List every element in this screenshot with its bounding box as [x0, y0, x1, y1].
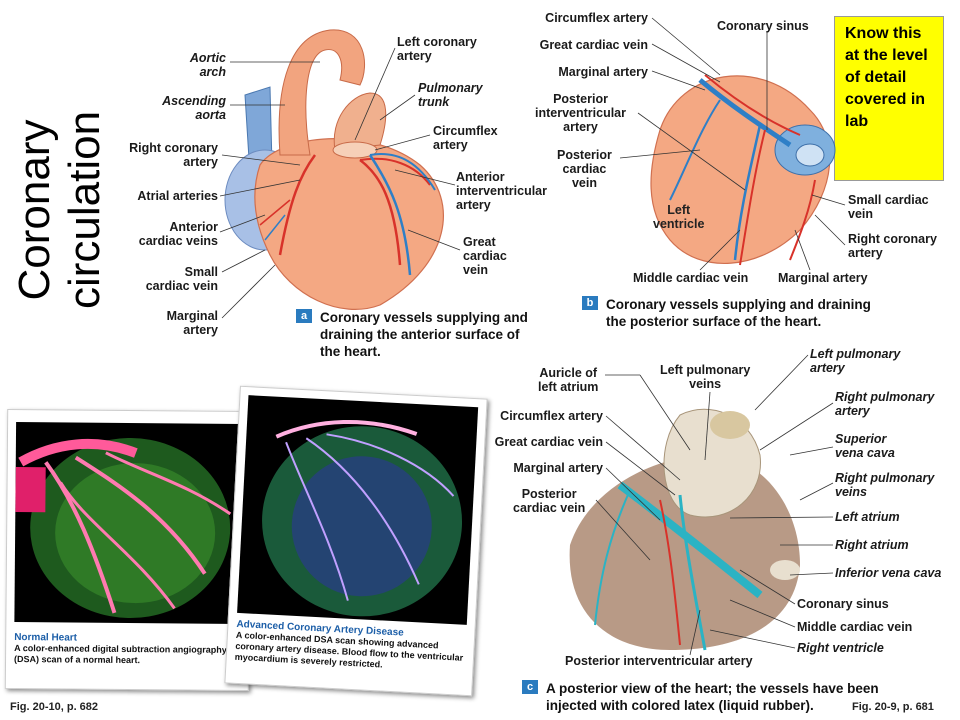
panel-c-caption-text: A posterior view of the heart; the vesse… — [546, 681, 879, 713]
label-left-atrium: Left atrium — [835, 510, 900, 524]
label-great-cardiac-vein-a: Great cardiac vein — [463, 235, 507, 277]
label-posterior-interventricular-artery-b: Posterior interventricular artery — [535, 92, 627, 134]
latex-heart-photo — [569, 408, 800, 651]
label-left-coronary-artery: Left coronary artery — [397, 35, 477, 63]
label-ascending-aorta: Ascending aorta — [162, 94, 226, 122]
label-small-cardiac-vein: Small cardiac vein — [145, 265, 218, 293]
label-circumflex-artery-c: Circumflex artery — [500, 409, 603, 423]
panel-b-badge: b — [582, 296, 598, 310]
label-right-ventricle-c: Right ventricle — [797, 641, 884, 655]
label-right-atrium: Right atrium — [835, 538, 909, 552]
label-pulmonary-trunk: Pulmonary trunk — [418, 81, 483, 109]
label-middle-cardiac-vein-b: Middle cardiac vein — [633, 271, 749, 285]
label-circumflex-artery-a: Circumflex artery — [433, 124, 498, 152]
panel-a-caption: a Coronary vessels supplying and draining… — [296, 309, 536, 360]
panel-c-caption: c A posterior view of the heart; the vess… — [522, 680, 942, 714]
figure-reference-right: Fig. 20-9, p. 681 — [852, 701, 934, 713]
label-right-pulmonary-artery: Right pulmonary artery — [835, 390, 935, 418]
label-great-cardiac-vein-b: Great cardiac vein — [539, 38, 648, 52]
label-posterior-interventricular-artery-c: Posterior interventricular artery — [565, 654, 753, 668]
cad-photo-card: Advanced Coronary Artery Disease A color… — [224, 385, 488, 697]
label-circumflex-artery-b: Circumflex artery — [545, 11, 648, 25]
panel-a-caption-text: Coronary vessels supplying and draining … — [320, 310, 528, 359]
label-right-coronary-artery-b: Right coronary artery — [848, 232, 937, 260]
figure-reference-left: Fig. 20-10, p. 682 — [10, 701, 99, 713]
panel-a-badge: a — [296, 309, 312, 323]
lab-note: Know this at the level of detail covered… — [834, 16, 944, 181]
label-right-pulmonary-veins: Right pulmonary veins — [835, 471, 935, 499]
normal-heart-dsa-image — [14, 422, 243, 624]
panel-b-caption-text: Coronary vessels supplying and draining … — [606, 297, 871, 329]
label-anterior-interventricular-artery: Anterior interventricular artery — [456, 170, 548, 212]
label-coronary-sinus-b: Coronary sinus — [717, 19, 809, 33]
panel-b-caption: b Coronary vessels supplying and draining… — [582, 296, 922, 330]
posterior-heart-illustration — [650, 74, 836, 266]
label-inferior-vena-cava: Inferior vena cava — [835, 566, 942, 580]
label-coronary-sinus-c: Coronary sinus — [797, 597, 889, 611]
label-marginal-artery-c: Marginal artery — [513, 461, 603, 475]
label-anterior-cardiac-veins: Anterior cardiac veins — [138, 220, 218, 248]
label-middle-cardiac-vein-c: Middle cardiac vein — [797, 620, 913, 634]
label-left-ventricle-b: Left ventricle — [653, 203, 705, 231]
label-auricle-left-atrium: Auricle of left atrium — [538, 366, 599, 394]
label-right-coronary-artery: Right coronary artery — [129, 141, 218, 169]
label-superior-vena-cava: Superior vena cava — [835, 432, 895, 460]
label-left-pulmonary-artery: Left pulmonary artery — [810, 347, 901, 375]
label-posterior-cardiac-vein-b: Posterior cardiac vein — [557, 148, 612, 190]
label-atrial-arteries: Atrial arteries — [137, 189, 218, 203]
cad-dsa-image — [237, 395, 479, 625]
label-marginal-artery-b: Marginal artery — [558, 65, 648, 79]
label-small-cardiac-vein-b: Small cardiac vein — [848, 193, 929, 221]
anterior-heart-illustration — [224, 29, 444, 310]
label-left-pulmonary-veins: Left pulmonary veins — [660, 363, 751, 391]
label-marginal-artery: Marginal artery — [166, 309, 218, 337]
panel-c-badge: c — [522, 680, 538, 694]
normal-heart-photo-card: Normal Heart A color-enhanced digital su… — [4, 408, 252, 692]
label-marginal-artery-b2: Marginal artery — [778, 271, 868, 285]
label-great-cardiac-vein-c: Great cardiac vein — [494, 435, 603, 449]
label-posterior-cardiac-vein-c: Posterior cardiac vein — [513, 487, 586, 515]
label-aortic-arch: Aortic arch — [189, 51, 226, 79]
